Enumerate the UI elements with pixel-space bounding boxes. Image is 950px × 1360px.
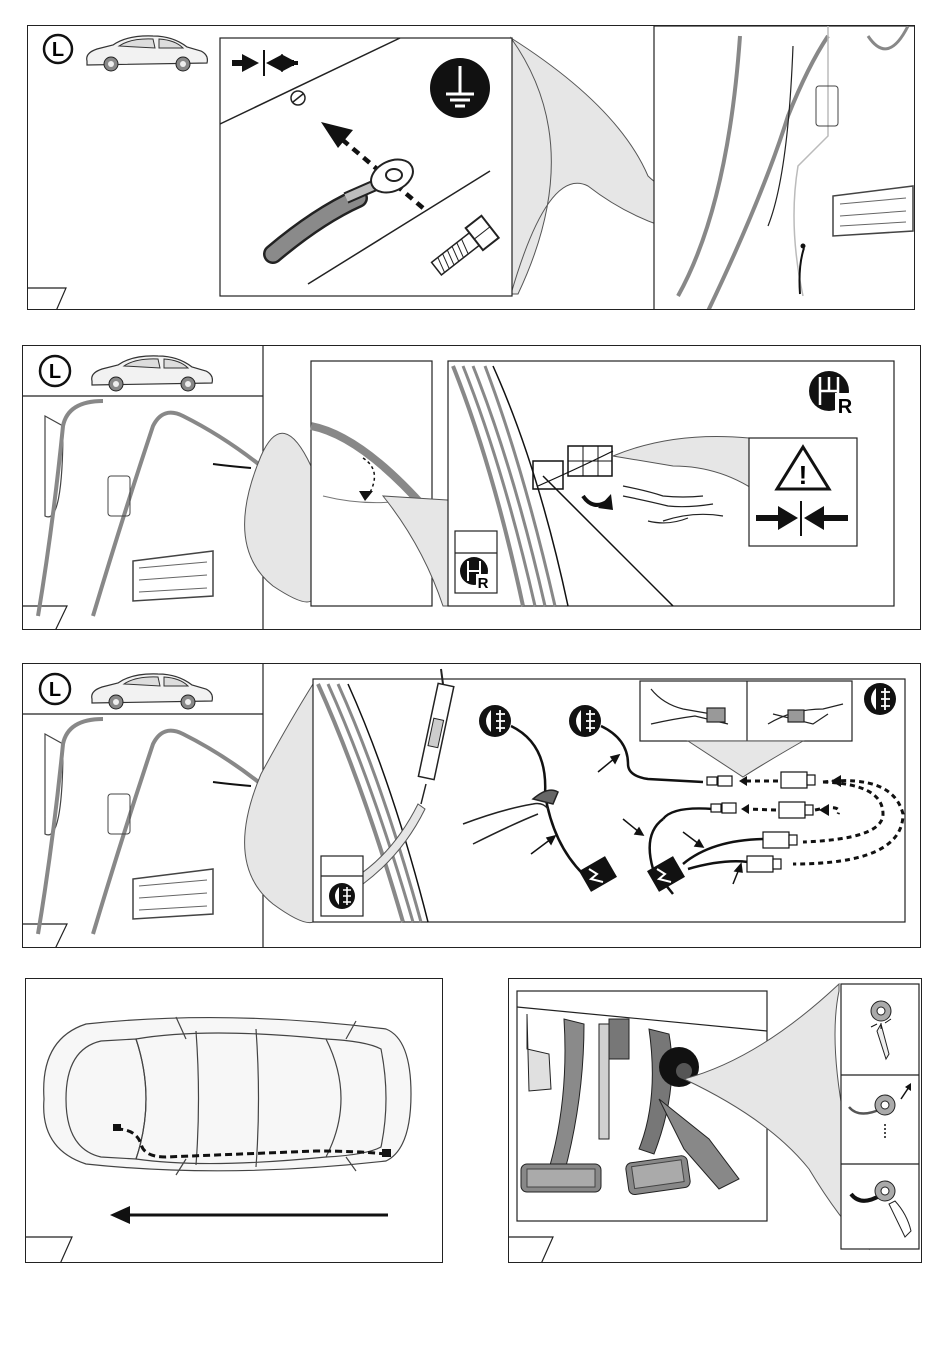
svg-text:L: L <box>52 39 64 61</box>
step-routing-panel <box>25 978 443 1263</box>
door-frame-illustration <box>38 719 261 934</box>
mounting-hole-icon <box>291 91 305 105</box>
svg-text:L: L <box>49 679 61 701</box>
fog-light-icon <box>569 705 601 737</box>
car-icon <box>92 674 213 709</box>
corner-flag <box>23 606 67 630</box>
corner-flag <box>509 1237 553 1263</box>
step-reverse-illustration: L <box>23 346 921 630</box>
svg-text:!: ! <box>799 460 808 490</box>
step-ground-panel: L <box>27 25 915 310</box>
fog-light-icon <box>864 683 896 715</box>
ground-symbol-icon <box>430 58 490 118</box>
fog-light-icon <box>329 883 355 909</box>
svg-text:R: R <box>478 575 489 592</box>
svg-text:L: L <box>49 361 61 383</box>
side-badge-left: L <box>40 356 70 386</box>
fog-light-icon <box>479 705 511 737</box>
corner-flag <box>23 924 67 948</box>
corner-flag <box>28 288 66 310</box>
step-grommet-panel <box>508 978 922 1263</box>
step-ground-illustration: L <box>28 26 915 310</box>
pedal-area-illustration <box>509 979 922 1263</box>
step-fog-illustration: L <box>23 664 921 948</box>
crimp-tool-box <box>640 681 852 741</box>
corner-flag <box>26 1237 72 1263</box>
grommet-steps-box <box>841 984 919 1249</box>
cable-routing-illustration <box>26 979 443 1263</box>
door-frame-illustration <box>38 401 261 616</box>
side-badge-left: L <box>44 35 72 63</box>
car-icon <box>87 36 208 71</box>
zoom-wedge <box>245 684 313 923</box>
cable-detail-box <box>311 361 432 606</box>
car-topview-icon <box>44 1017 411 1175</box>
step-reverse-panel: L <box>22 345 921 630</box>
step-fog-panel: L <box>22 663 921 948</box>
direction-arrow-icon <box>110 1206 388 1224</box>
svg-text:R: R <box>838 396 853 418</box>
side-badge-left: L <box>40 674 70 704</box>
car-icon <box>92 356 213 391</box>
